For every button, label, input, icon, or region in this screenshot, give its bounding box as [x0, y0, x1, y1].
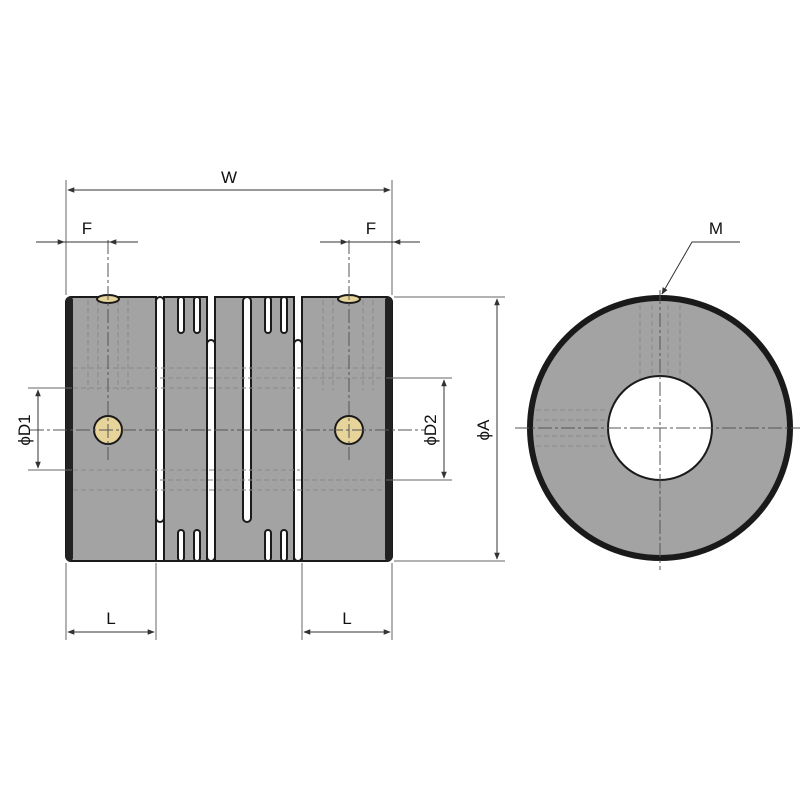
slit-top-1: [177, 296, 185, 334]
long-slit-1: [155, 296, 165, 523]
slit-bottom-4: [280, 529, 288, 562]
dim-f-left-label: F: [82, 219, 92, 238]
long-slit-4: [293, 339, 303, 562]
slit-bottom-1: [177, 529, 185, 562]
dim-l-right-label: L: [342, 609, 351, 628]
flex-segment-1: [163, 296, 208, 562]
slit-top-3: [264, 296, 272, 334]
slit-bottom-2: [193, 529, 201, 562]
dim-d1-label: ϕD1: [15, 414, 34, 445]
dimensions: W F F L L ϕD1 ϕD2 ϕA: [15, 168, 740, 640]
long-slit-3: [206, 339, 216, 562]
slit-top-4: [280, 296, 288, 334]
slit-top-2: [193, 296, 201, 334]
slit-bottom-3: [264, 529, 272, 562]
dim-f-right-label: F: [366, 219, 376, 238]
left-end-edge: [66, 297, 73, 561]
dim-l-left-label: L: [106, 609, 115, 628]
dim-w-label: W: [221, 168, 237, 187]
right-end-edge: [385, 297, 392, 561]
dim-a-label: ϕA: [474, 419, 493, 441]
end-view: [515, 290, 800, 570]
dim-m-label: M: [709, 219, 723, 238]
long-slit-2: [242, 296, 252, 523]
dim-m-leader: [661, 241, 740, 295]
dim-d2-label: ϕD2: [421, 414, 440, 445]
side-view: [30, 240, 425, 582]
flex-segment-2: [214, 296, 295, 562]
